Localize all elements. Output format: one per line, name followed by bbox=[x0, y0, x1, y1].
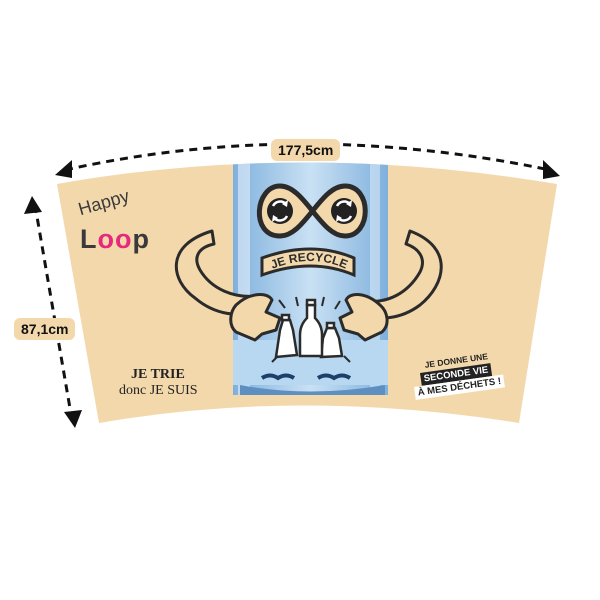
logo-letter-o2: o bbox=[115, 224, 133, 254]
logo-letter-l: L bbox=[80, 224, 98, 254]
recycle-badge: JE RECYCLE bbox=[260, 247, 356, 278]
sparkle-lines bbox=[271, 296, 351, 363]
logo-letter-p: p bbox=[132, 224, 150, 254]
hand-icon bbox=[174, 229, 443, 342]
water-bottle-icon bbox=[233, 162, 388, 395]
slogan-left-line1: JE TRIE bbox=[131, 367, 185, 382]
logo-letter-o1: o bbox=[97, 224, 115, 254]
glass-bottle-icon bbox=[298, 298, 324, 358]
recycle-icon bbox=[271, 200, 353, 222]
logo-loop-text: Loop bbox=[80, 224, 150, 255]
slogan-left-line2: donc JE SUIS bbox=[119, 383, 198, 398]
width-dimension-label: 177,5cm bbox=[271, 139, 341, 161]
plastic-bottle-icon bbox=[274, 313, 344, 359]
height-dimension-label: 87,1cm bbox=[14, 318, 76, 340]
